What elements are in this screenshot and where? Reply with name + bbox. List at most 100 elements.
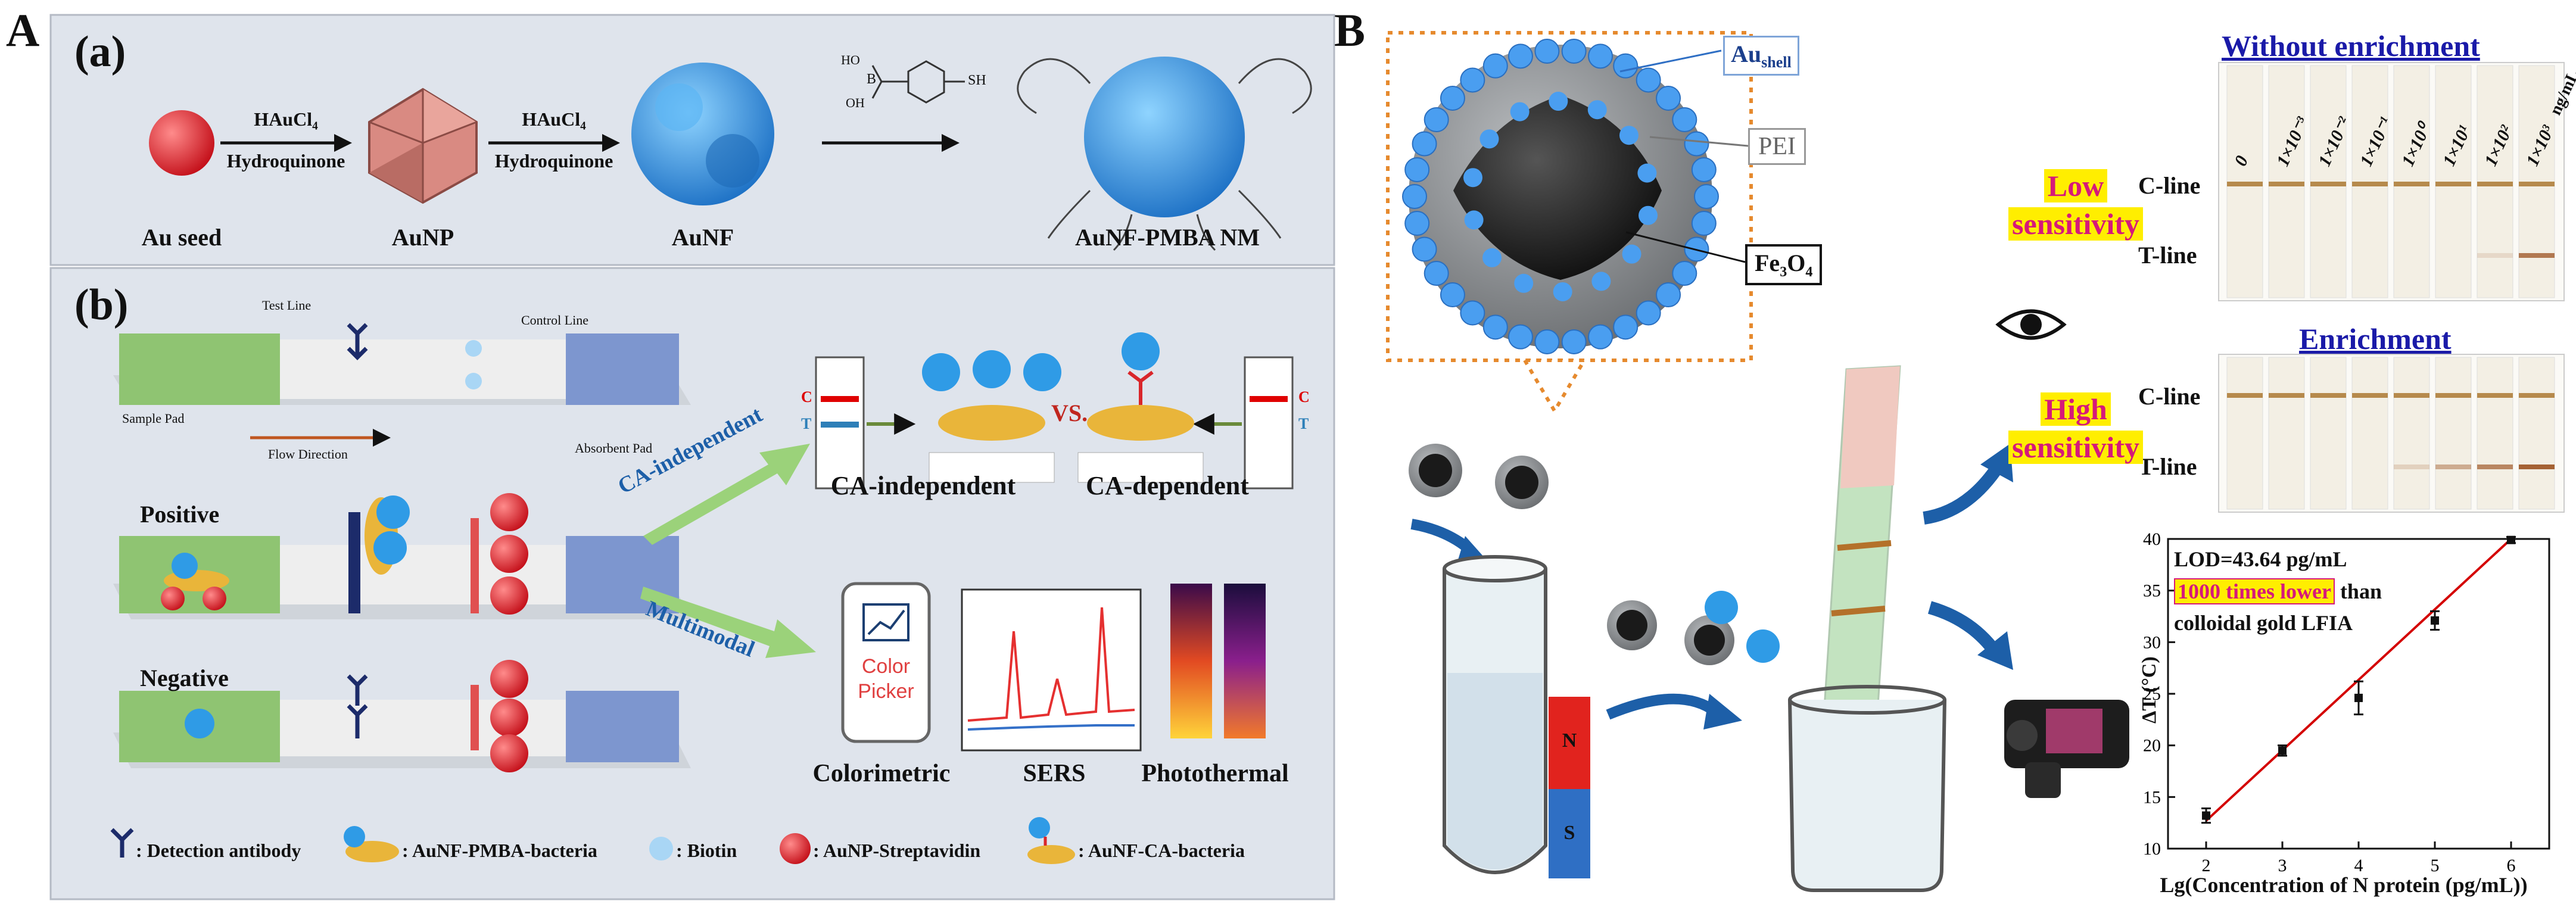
test-line-antibodies <box>347 323 368 360</box>
shell-dot <box>1460 67 1485 93</box>
c-band-top <box>2394 182 2429 186</box>
shell-dot <box>1561 329 1587 354</box>
stage-au-seed: Au seed <box>141 224 222 251</box>
c-band-bottom <box>2227 393 2263 398</box>
strip-photo-bottom <box>2435 357 2472 510</box>
strip-main <box>113 323 691 447</box>
plot-highlight-line: 1000 times lower than <box>2174 578 2382 604</box>
shell-dot <box>1510 102 1530 121</box>
data-point <box>2278 746 2287 755</box>
shell-dot <box>1514 273 1534 293</box>
shell-dot <box>1404 211 1430 236</box>
shell-dot <box>1440 282 1465 308</box>
strip-photo-bottom <box>2268 357 2305 510</box>
c-band-top <box>2269 182 2304 186</box>
mode-ca-dependent: CA-dependent <box>1086 471 1249 500</box>
mini-t-right: T <box>1298 415 1309 432</box>
fe-sub1: 3 <box>1780 264 1787 280</box>
low-word2: sensitivity <box>2008 207 2143 241</box>
beaker <box>1788 685 1946 892</box>
c-band-bottom <box>2269 393 2304 398</box>
shell-dot <box>1619 126 1639 145</box>
shell-dot <box>1507 43 1533 69</box>
legend-aunp-icon <box>780 833 811 864</box>
c-band-top <box>2352 182 2388 186</box>
strip-photo-bottom <box>2226 357 2263 510</box>
pmba-molecule <box>871 60 965 104</box>
fe-sub2: 4 <box>1805 264 1813 280</box>
molecule-oh1: HO <box>841 52 860 67</box>
control-line-label: Control Line <box>521 313 589 328</box>
shell-gold-dots <box>1402 39 1719 354</box>
sub-b-label: (b) <box>74 280 129 329</box>
shell-dot <box>1691 157 1717 182</box>
aunf-particle <box>631 63 774 205</box>
shell-dot <box>1424 107 1449 133</box>
shell-dot <box>1636 67 1661 93</box>
t-band-bottom <box>2435 465 2471 469</box>
x-tick-label: 3 <box>2278 856 2287 875</box>
shell-dot <box>1412 131 1437 157</box>
mini-c-left: C <box>801 388 812 406</box>
multimodal-arrow <box>640 587 816 658</box>
legend-antibody: : Detection antibody <box>136 840 301 861</box>
absorbent-pad <box>566 333 679 405</box>
au-sub: shell <box>1761 54 1792 71</box>
readout-colorimetric: Colorimetric <box>812 760 951 787</box>
y-tick-label: 20 <box>2143 736 2161 756</box>
high-word: High <box>2041 392 2111 426</box>
legend-biotin-icon <box>649 837 673 861</box>
shell-dot <box>1636 300 1661 326</box>
strip-photo-bottom <box>2351 357 2388 510</box>
ca-dependent-capture <box>1077 332 1204 483</box>
shell-dot <box>1587 100 1607 120</box>
legend-antibody-icon <box>110 828 134 858</box>
c-band-top <box>2310 182 2346 186</box>
plot-than: than <box>2340 579 2382 603</box>
legend-aunf-pmba-bacteria: : AuNF-PMBA-bacteria <box>402 840 597 861</box>
mode-ca-independent: CA-independent <box>830 471 1016 500</box>
shell-dot <box>1639 205 1658 225</box>
sample-pad <box>119 333 280 405</box>
step1-reagent: HAuCl₄ <box>254 108 318 130</box>
step2-reducer: Hydroquinone <box>494 150 613 172</box>
t-band-bottom <box>2477 465 2513 469</box>
readout-sers: SERS <box>1023 760 1086 787</box>
plot-ylabel: ΔT (°C) <box>2138 656 2160 724</box>
high-sensitivity: High sensitivity <box>2007 390 2144 466</box>
data-point <box>2507 535 2515 544</box>
enrichment-title: Enrichment <box>2299 322 2452 356</box>
photothermal-bar-2 <box>1224 584 1266 738</box>
shell-dot <box>1591 272 1611 291</box>
row-positive-label: Positive <box>140 501 220 528</box>
sers-box <box>961 588 1142 752</box>
shell-dot <box>1482 53 1508 79</box>
panel-a-letter: A <box>6 4 40 56</box>
shell-dot <box>1588 324 1613 350</box>
control-dot-1 <box>465 340 482 357</box>
shell-dot <box>1463 168 1482 188</box>
low-word: Low <box>2044 169 2108 202</box>
readout-photothermal: Photothermal <box>1141 760 1289 787</box>
data-point <box>2354 693 2363 702</box>
strip-positive <box>113 493 691 619</box>
t-band-bottom <box>2519 465 2555 469</box>
t-band-bottom <box>2394 465 2429 469</box>
legend-aunf-ca-bacteria: : AuNF-CA-bacteria <box>1078 840 1245 861</box>
flow-direction-label: Flow Direction <box>268 447 348 462</box>
shell-dot <box>1672 107 1697 133</box>
c-band-bottom <box>2394 393 2429 398</box>
shell-dot <box>1588 43 1613 69</box>
c-band-bottom <box>2352 393 2388 398</box>
molecule-sh: SH <box>968 73 986 88</box>
fe-text: Fe <box>1755 250 1780 276</box>
shell-dot <box>1534 329 1560 354</box>
control-dot-2 <box>465 373 482 389</box>
o-text: O <box>1787 250 1806 276</box>
molecule-oh2: OH <box>846 95 865 110</box>
x-tick-label: 2 <box>2202 856 2211 875</box>
magnet-n-label: N <box>1562 730 1577 752</box>
c-band-bottom <box>2477 393 2513 398</box>
shell-dot <box>1404 157 1430 182</box>
shell-dot <box>1656 282 1681 308</box>
